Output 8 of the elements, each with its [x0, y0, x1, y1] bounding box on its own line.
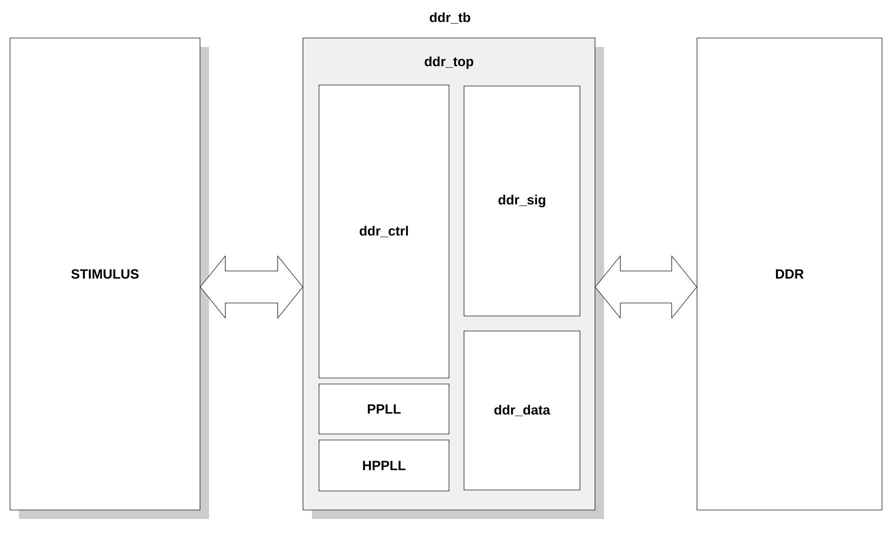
module-box: ddr_sig	[464, 86, 580, 316]
block-box: DDR	[696, 38, 882, 510]
module-box: PPLL	[318, 384, 450, 434]
module-box: HPPLL	[318, 440, 450, 492]
diagram-title: ddr_tb	[430, 12, 470, 24]
block-box: STIMULUS	[10, 38, 209, 519]
module-box: ddr_ctrl	[318, 84, 450, 378]
module-box: ddr_data	[464, 330, 580, 490]
